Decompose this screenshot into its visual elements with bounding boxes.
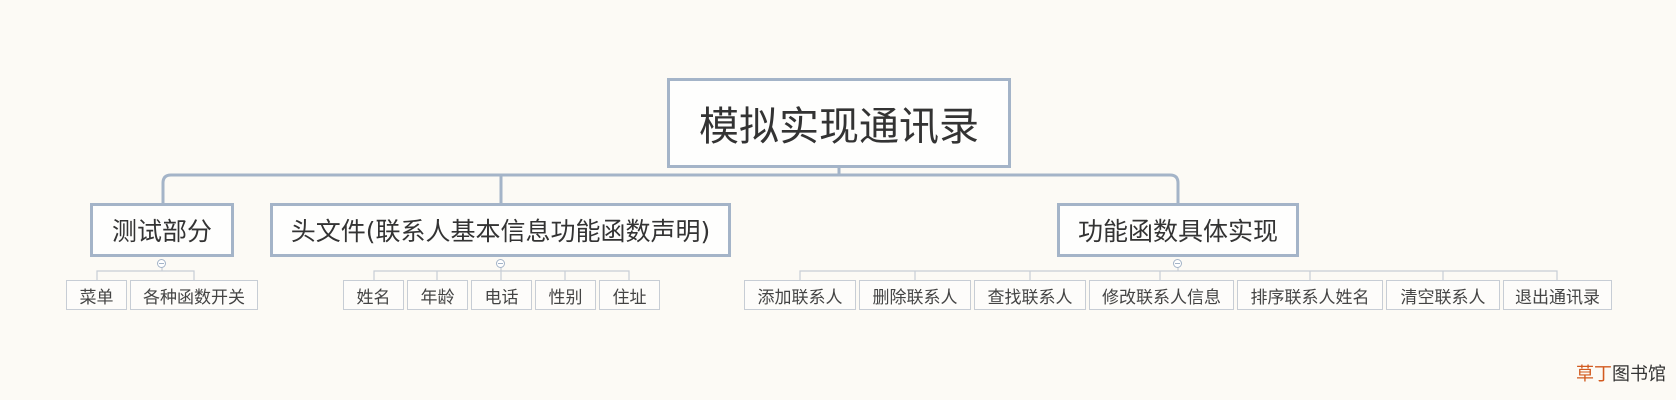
leaf-label: 电话 [484,287,519,308]
leaf-label: 添加联系人 [757,287,843,308]
branch-test-node[interactable]: 测试部分 [90,203,234,257]
branch-label: 测试部分 [111,217,212,246]
leaf-label: 查找联系人 [987,287,1073,308]
watermark-part2: 图书馆 [1612,364,1666,385]
leaf-label: 住址 [612,287,647,308]
leaf-label: 清空联系人 [1400,287,1486,308]
watermark: 草丁图书馆 [1576,360,1666,386]
root-node[interactable]: 模拟实现通讯录 [667,78,1011,168]
leaf-node[interactable]: 修改联系人信息 [1089,280,1234,310]
root-label: 模拟实现通讯录 [699,104,979,150]
collapse-toggle-icon[interactable] [496,259,505,268]
leaf-node[interactable]: 性别 [535,280,596,310]
leaf-node[interactable]: 删除联系人 [859,280,971,310]
leaf-label: 年龄 [420,287,455,308]
branch-label: 头文件(联系人基本信息功能函数声明) [290,217,711,246]
leaf-label: 修改联系人信息 [1102,287,1221,308]
leaf-node[interactable]: 退出通讯录 [1503,280,1612,310]
leaf-label: 姓名 [356,287,391,308]
leaf-label: 删除联系人 [872,287,958,308]
leaf-label: 退出通讯录 [1515,287,1600,308]
watermark-part1: 草丁 [1576,364,1612,385]
leaf-node[interactable]: 添加联系人 [744,280,856,310]
leaf-node[interactable]: 清空联系人 [1386,280,1500,310]
root-connector [161,168,1180,203]
leaf-node[interactable]: 各种函数开关 [130,280,258,310]
leaf-label: 各种函数开关 [143,287,245,308]
leaf-node[interactable]: 姓名 [343,280,404,310]
branch-header-node[interactable]: 头文件(联系人基本信息功能函数声明) [270,203,731,257]
leaf-node[interactable]: 年龄 [407,280,468,310]
leaf-node[interactable]: 电话 [471,280,532,310]
leaf-node[interactable]: 住址 [599,280,660,310]
leaf-node[interactable]: 菜单 [66,280,127,310]
branch-1-connector [96,264,195,280]
leaf-node[interactable]: 排序联系人姓名 [1237,280,1383,310]
branch-label: 功能函数具体实现 [1077,217,1278,246]
branch-impl-node[interactable]: 功能函数具体实现 [1057,203,1299,257]
collapse-toggle-icon[interactable] [1173,259,1182,268]
leaf-label: 性别 [548,287,583,308]
collapse-toggle-icon[interactable] [157,259,166,268]
leaf-label: 菜单 [79,287,114,308]
leaf-node[interactable]: 查找联系人 [974,280,1086,310]
leaf-label: 排序联系人姓名 [1250,287,1370,308]
